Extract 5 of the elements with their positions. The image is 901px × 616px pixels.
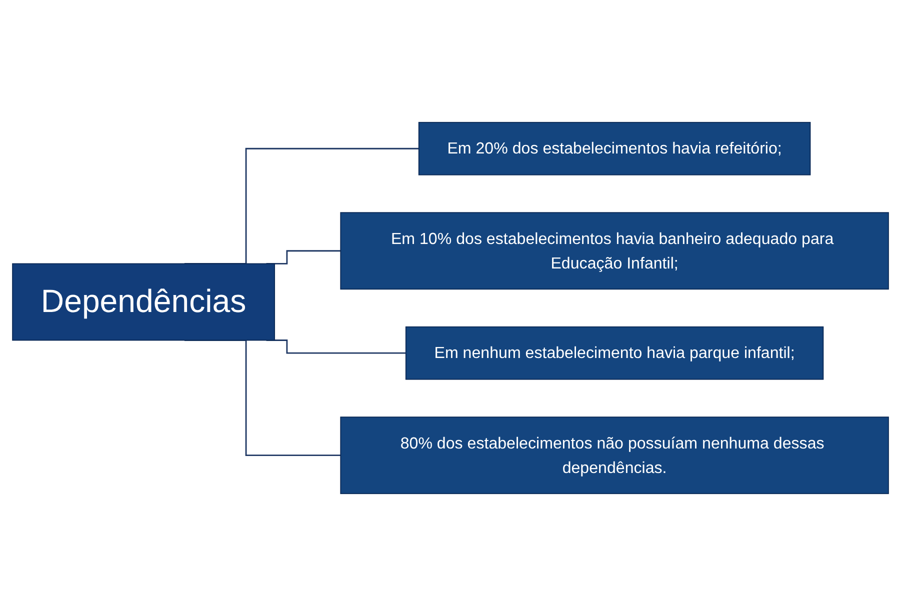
node-box: Em 20% dos estabelecimentos havia refeitório;: [418, 122, 811, 176]
node-box: Em nenhum estabelecimento havia parque infantil;: [405, 326, 824, 380]
node-box: Em 10% dos estabelecimentos havia banheiro adequado para Educação Infantil;: [340, 212, 889, 290]
node-box: Dependências: [12, 263, 276, 341]
node-box: 80% dos estabelecimentos não possuíam nenhuma dessas dependências.: [340, 416, 889, 494]
